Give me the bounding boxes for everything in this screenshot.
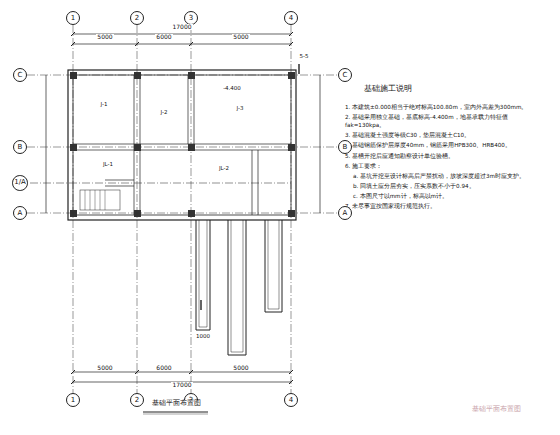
- axis-bubble: A: [13, 206, 27, 220]
- axis-line: [27, 147, 338, 148]
- axis-line: [291, 25, 292, 393]
- axis-bubble: C: [338, 68, 352, 82]
- note-line: c. 本图尺寸以mm计，标高以m计。: [345, 192, 540, 200]
- axis-line: [27, 213, 338, 214]
- note-line: 2. 基础采用独立基础，基底标高-4.400m，地基承载力特征值fak=130k…: [345, 113, 540, 129]
- note-line: 6. 施工要求：: [345, 162, 540, 170]
- axis-label: B: [343, 144, 348, 151]
- note-line: 3. 基础混凝土强度等级C30，垫层混凝土C10。: [345, 131, 540, 139]
- axis-label: A: [18, 210, 23, 217]
- beam-tag: JL-2: [218, 165, 230, 171]
- axis-label: C: [343, 72, 348, 79]
- note-line: 5. 基槽开挖后应通知勘察设计单位验槽。: [345, 152, 540, 160]
- axis-label: 1: [71, 15, 75, 22]
- axis-line: [73, 25, 74, 393]
- dimension: 6000: [155, 34, 172, 41]
- watermark: 基础平面布置图: [471, 406, 522, 414]
- note-line: b. 回填土应分层夯实，压实系数不小于0.94。: [345, 182, 540, 190]
- dimension: 1000: [195, 333, 211, 339]
- dimension-total: 17000: [171, 24, 192, 31]
- beam-tag: JL-1: [102, 161, 114, 167]
- note-line: 7. 未尽事宜按国家现行规范执行。: [345, 202, 540, 210]
- axis-bubble: B: [338, 140, 352, 154]
- axis-bubble: 4: [284, 393, 298, 407]
- axis-label: A: [343, 210, 348, 217]
- axis-label: 4: [289, 15, 293, 22]
- dimension: 5000: [232, 365, 249, 372]
- note-line: 1. 本建筑±0.000相当于绝对标高100.80m，室内外高差为300mm。: [345, 103, 540, 111]
- foundation-tag: J-2: [160, 109, 169, 115]
- axis-label: 1: [71, 397, 75, 404]
- axis-bubble: B: [13, 140, 27, 154]
- axis-label: 3: [189, 15, 193, 22]
- foundation-tag: J-3: [236, 105, 245, 111]
- axis-label: 4: [289, 397, 293, 404]
- notes-title: 基础施工说明: [363, 85, 413, 93]
- note-line: a. 基坑开挖至设计标高后严禁扰动，放坡深度超过3m时应支护。: [345, 172, 540, 180]
- dimension: 6000: [155, 365, 172, 372]
- dimension: 5000: [232, 34, 249, 41]
- dimension: 5000: [96, 34, 113, 41]
- axis-bubble: 4: [284, 11, 298, 25]
- axis-line: [27, 75, 338, 76]
- axis-bubble: C: [13, 68, 27, 82]
- foundation-tag: J-1: [100, 101, 109, 107]
- axis-bubble: 2: [130, 393, 144, 407]
- notes-block: 1. 本建筑±0.000相当于绝对标高100.80m，室内外高差为300mm。 2…: [345, 103, 540, 212]
- axis-label: 2: [135, 15, 139, 22]
- axis-label: 1/A: [14, 179, 26, 186]
- elevation-mark: -4.400: [222, 85, 242, 91]
- dimension: 5000: [96, 365, 113, 372]
- axis-bubble: 1/A: [12, 175, 28, 191]
- axis-bubble: A: [338, 206, 352, 220]
- axis-bubble: 1: [66, 11, 80, 25]
- dimension-total: 17000: [171, 382, 192, 389]
- axis-line: [191, 25, 192, 393]
- axis-label: C: [18, 72, 23, 79]
- note-line: 4. 基础钢筋保护层厚度40mm，钢筋采用HPB300、HRB400。: [345, 141, 540, 149]
- section-mark: 5-5: [299, 53, 310, 59]
- axis-label: 2: [135, 397, 139, 404]
- drawing-title: 基础平面布置图: [151, 400, 202, 408]
- axis-bubble: 1: [66, 393, 80, 407]
- axis-label: B: [18, 144, 23, 151]
- axis-bubble: 2: [130, 11, 144, 25]
- axis-line: [137, 25, 138, 393]
